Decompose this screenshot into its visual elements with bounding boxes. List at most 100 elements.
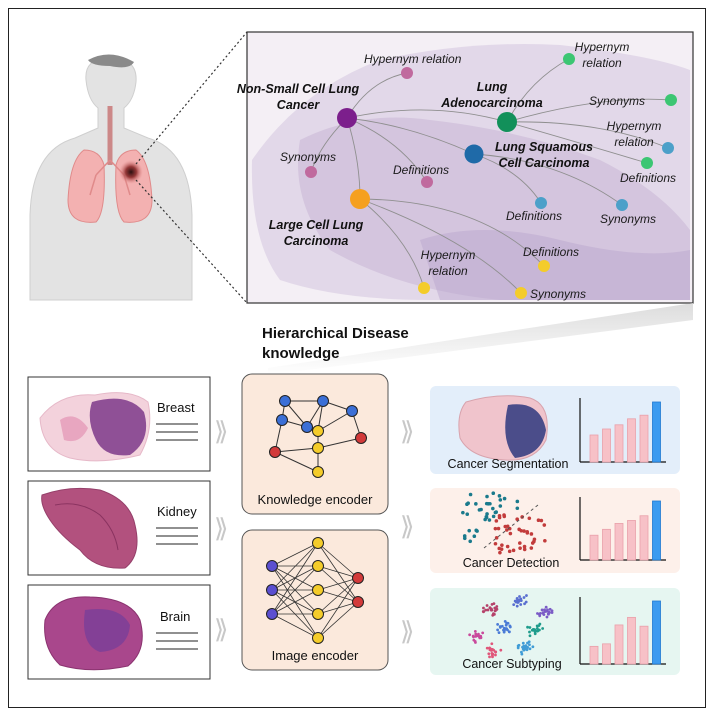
zoom-line-top <box>135 31 248 165</box>
scatter-point <box>522 596 526 599</box>
bar-chart-detection <box>579 497 666 561</box>
scatter-point <box>503 524 508 529</box>
scatter-point <box>540 608 544 612</box>
scatter-point <box>543 538 547 543</box>
scatter-point <box>547 611 551 615</box>
scatter-point <box>474 502 478 506</box>
slide-text-lines-kidney <box>156 527 198 545</box>
scatter-point <box>484 514 489 519</box>
image-encoder-box: Image encoder <box>241 529 389 671</box>
bar <box>614 424 624 463</box>
node-definitions-yellow <box>538 260 550 272</box>
scatter-point <box>535 626 539 630</box>
slide-kidney: Kidney <box>27 480 211 576</box>
scatter-point <box>516 646 520 650</box>
scatter-point <box>497 631 501 635</box>
task-segmentation-panel: Cancer Segmentation <box>430 386 680 474</box>
chevron-right-icon: ⟫ <box>214 416 228 446</box>
scatter-point <box>496 526 501 531</box>
scatter-point <box>490 608 494 612</box>
bar <box>602 528 611 561</box>
bar-chart-segmentation <box>579 398 666 463</box>
bar <box>639 625 649 665</box>
scatter-point <box>477 508 482 512</box>
scatter-point <box>533 632 537 636</box>
scatter-point <box>506 621 510 625</box>
scatter-point <box>518 595 521 598</box>
scatter-point <box>529 546 534 550</box>
knowledge-graph-panel <box>246 31 694 304</box>
scatter-point <box>550 609 554 613</box>
scatter-point <box>508 531 513 536</box>
scatter-point <box>515 506 520 511</box>
scatter-point <box>468 633 472 637</box>
scatter-point <box>541 627 545 630</box>
scatter-point <box>493 541 498 546</box>
task-label-segmentation: Cancer Segmentation <box>448 457 569 471</box>
scatter-point <box>488 655 491 659</box>
scatter-point <box>500 543 504 547</box>
slide-breast: Breast <box>27 376 211 472</box>
scatter-point <box>520 650 523 654</box>
chevron-right-icon: ⟫ <box>400 416 414 446</box>
scatter-point <box>500 624 504 628</box>
scatter-point <box>461 510 465 515</box>
task-detection-panel: Cancer Detection <box>430 488 680 573</box>
scatter-point <box>528 643 531 647</box>
label-definitions-right: Definitions <box>620 171 676 185</box>
scatter-point <box>531 645 535 649</box>
label-adeno-2: Adenocarcinoma <box>440 96 542 110</box>
scatter-point <box>515 604 519 608</box>
label-squamous-2: Cell Carcinoma <box>498 156 589 170</box>
scatter-point <box>474 528 479 533</box>
node-nsclc <box>337 108 357 128</box>
scatter-point <box>507 630 511 634</box>
scatter-point <box>485 604 489 607</box>
scatter-point <box>494 519 499 523</box>
label-squamous-1: Lung Squamous <box>495 140 593 154</box>
node-hypernym-yellow <box>418 282 430 294</box>
label-large-cell-2: Carcinoma <box>284 234 349 248</box>
scatter-point <box>515 499 520 504</box>
scatter-point <box>481 610 485 613</box>
scatter-point <box>491 506 495 511</box>
scatter-point <box>499 547 504 551</box>
scatter-point <box>522 544 527 549</box>
detection-scatter <box>461 491 547 555</box>
slide-label-brain: Brain <box>160 609 190 624</box>
scatter-point <box>473 629 477 633</box>
bar <box>652 500 661 561</box>
label-synonyms-green: Synonyms <box>589 94 645 108</box>
scatter-point <box>479 636 483 640</box>
scatter-point <box>522 547 527 552</box>
label-definitions-yellow: Definitions <box>523 245 579 259</box>
scatter-point <box>497 494 502 498</box>
task-subtyping-panel: Cancer Subtyping <box>430 588 680 675</box>
scatter-point <box>544 605 548 609</box>
scatter-point <box>468 539 473 544</box>
scatter-point <box>526 641 529 645</box>
label-adeno-1: Lung <box>477 80 508 94</box>
scatter-point <box>548 607 552 611</box>
scatter-point <box>468 492 473 497</box>
scatter-point <box>539 518 544 523</box>
scatter-point <box>484 608 488 612</box>
scatter-point <box>535 629 539 633</box>
scatter-point <box>545 615 549 619</box>
scatter-point <box>538 614 542 618</box>
tumor-spot <box>119 160 143 184</box>
scatter-point <box>491 491 496 496</box>
node-large-cell <box>350 189 370 209</box>
label-nsclc-1: Non-Small Cell Lung <box>237 82 360 96</box>
node-definitions-blue <box>535 197 547 209</box>
bar <box>602 643 611 665</box>
scatter-point <box>477 632 480 636</box>
flow-chevrons: ⟫ ⟫ ⟫ ⟫ ⟫ ⟫ <box>214 416 414 646</box>
scatter-point <box>496 628 500 632</box>
scatter-point <box>508 625 512 629</box>
node-adeno <box>497 112 517 132</box>
scatter-point <box>502 513 506 517</box>
bar <box>652 401 661 463</box>
scatter-point <box>528 634 532 638</box>
